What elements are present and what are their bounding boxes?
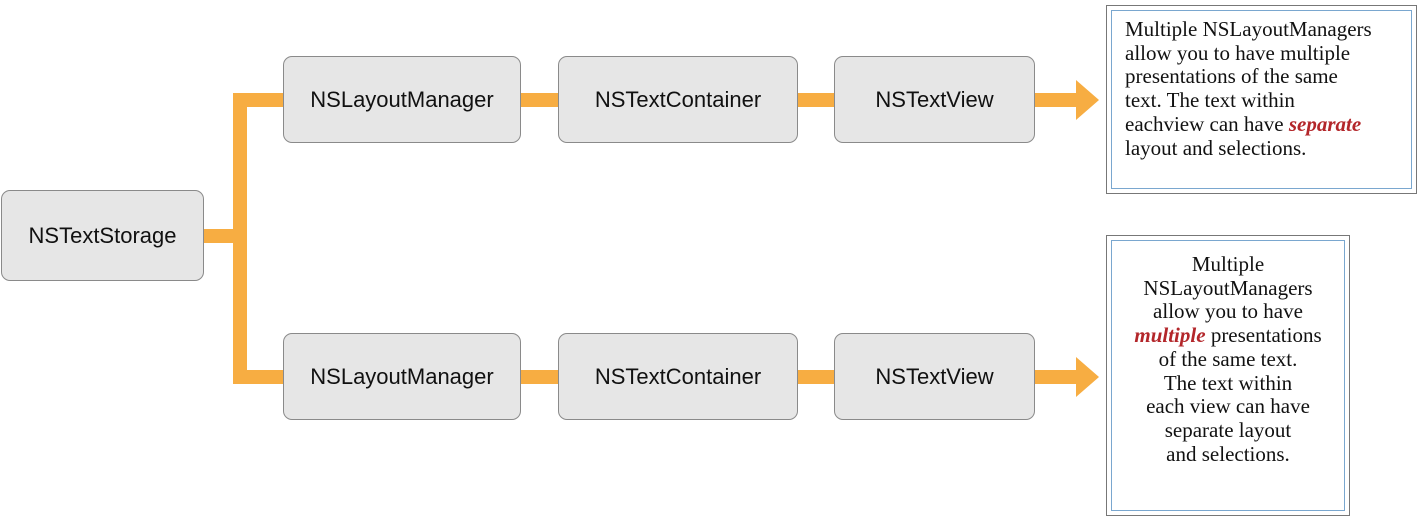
bottom-note-line: The text within [1163, 370, 1293, 395]
top-nstextview-box: NSTextView [834, 56, 1035, 143]
bottom-note-text-segment: presentations [1205, 323, 1322, 348]
top-note-line: layout and selections. [1125, 135, 1307, 160]
bottom-note-line: separate layout [1164, 417, 1292, 442]
bottom-note-text: Multiple NSLayoutManagers allow you to h… [1111, 240, 1345, 511]
top-note-line: presentations of the same [1125, 64, 1338, 89]
top-branch-connector [233, 93, 285, 107]
top-link-connector [520, 93, 560, 107]
top-nslayoutmanager-box: NSLayoutManager [283, 56, 521, 143]
bottom-link-connector [520, 370, 560, 384]
top-nstextcontainer-label: NSTextContainer [594, 86, 762, 112]
top-note-line: allow you to have multiple [1125, 40, 1351, 65]
top-nstextview-label: NSTextView [875, 86, 994, 112]
nstextstorage-label: NSTextStorage [28, 222, 177, 248]
emphasis-multiple: multiple [1134, 323, 1206, 348]
bottom-note-line: allow you to have [1153, 299, 1303, 324]
bottom-nstextview-label: NSTextView [875, 363, 994, 389]
bottom-nslayoutmanager-label: NSLayoutManager [310, 363, 494, 389]
bottom-note-box: Multiple NSLayoutManagers allow you to h… [1106, 235, 1350, 516]
bottom-note-line: of the same text. [1158, 346, 1298, 371]
vertical-trunk-connector [233, 93, 247, 384]
bottom-note-line: NSLayoutManagers [1143, 275, 1313, 300]
bottom-nstextcontainer-box: NSTextContainer [558, 333, 798, 420]
top-note-text: Multiple NSLayoutManagers allow you to h… [1111, 10, 1412, 189]
top-nstextcontainer-box: NSTextContainer [558, 56, 798, 143]
bottom-note-line: and selections. [1166, 441, 1290, 466]
top-note-line: Multiple NSLayoutManagers [1125, 17, 1372, 41]
bottom-branch-connector [233, 370, 285, 384]
bottom-note-line: each view can have [1146, 394, 1310, 419]
storage-stub-connector [203, 229, 237, 243]
top-link-connector [797, 93, 836, 107]
top-arrow-connector [1034, 80, 1099, 120]
emphasis-separate: separate [1288, 111, 1362, 136]
bottom-nstextview-box: NSTextView [834, 333, 1035, 420]
connector-group [203, 80, 1099, 397]
bottom-arrow-connector [1034, 357, 1099, 397]
nstextstorage-box: NSTextStorage [1, 190, 204, 281]
bottom-link-connector [797, 370, 836, 384]
bottom-nslayoutmanager-box: NSLayoutManager [283, 333, 521, 420]
top-note-line: text. The text within [1125, 88, 1295, 113]
bottom-nstextcontainer-label: NSTextContainer [594, 363, 762, 389]
top-note-line: eachview can have separate [1125, 111, 1405, 137]
bottom-note-line: Multiple [1191, 252, 1265, 276]
bottom-note-line: multiple presentations [1114, 323, 1342, 348]
top-nslayoutmanager-label: NSLayoutManager [310, 86, 494, 112]
top-note-box: Multiple NSLayoutManagers allow you to h… [1106, 5, 1417, 194]
top-note-text-segment: eachview can have [1125, 111, 1289, 136]
